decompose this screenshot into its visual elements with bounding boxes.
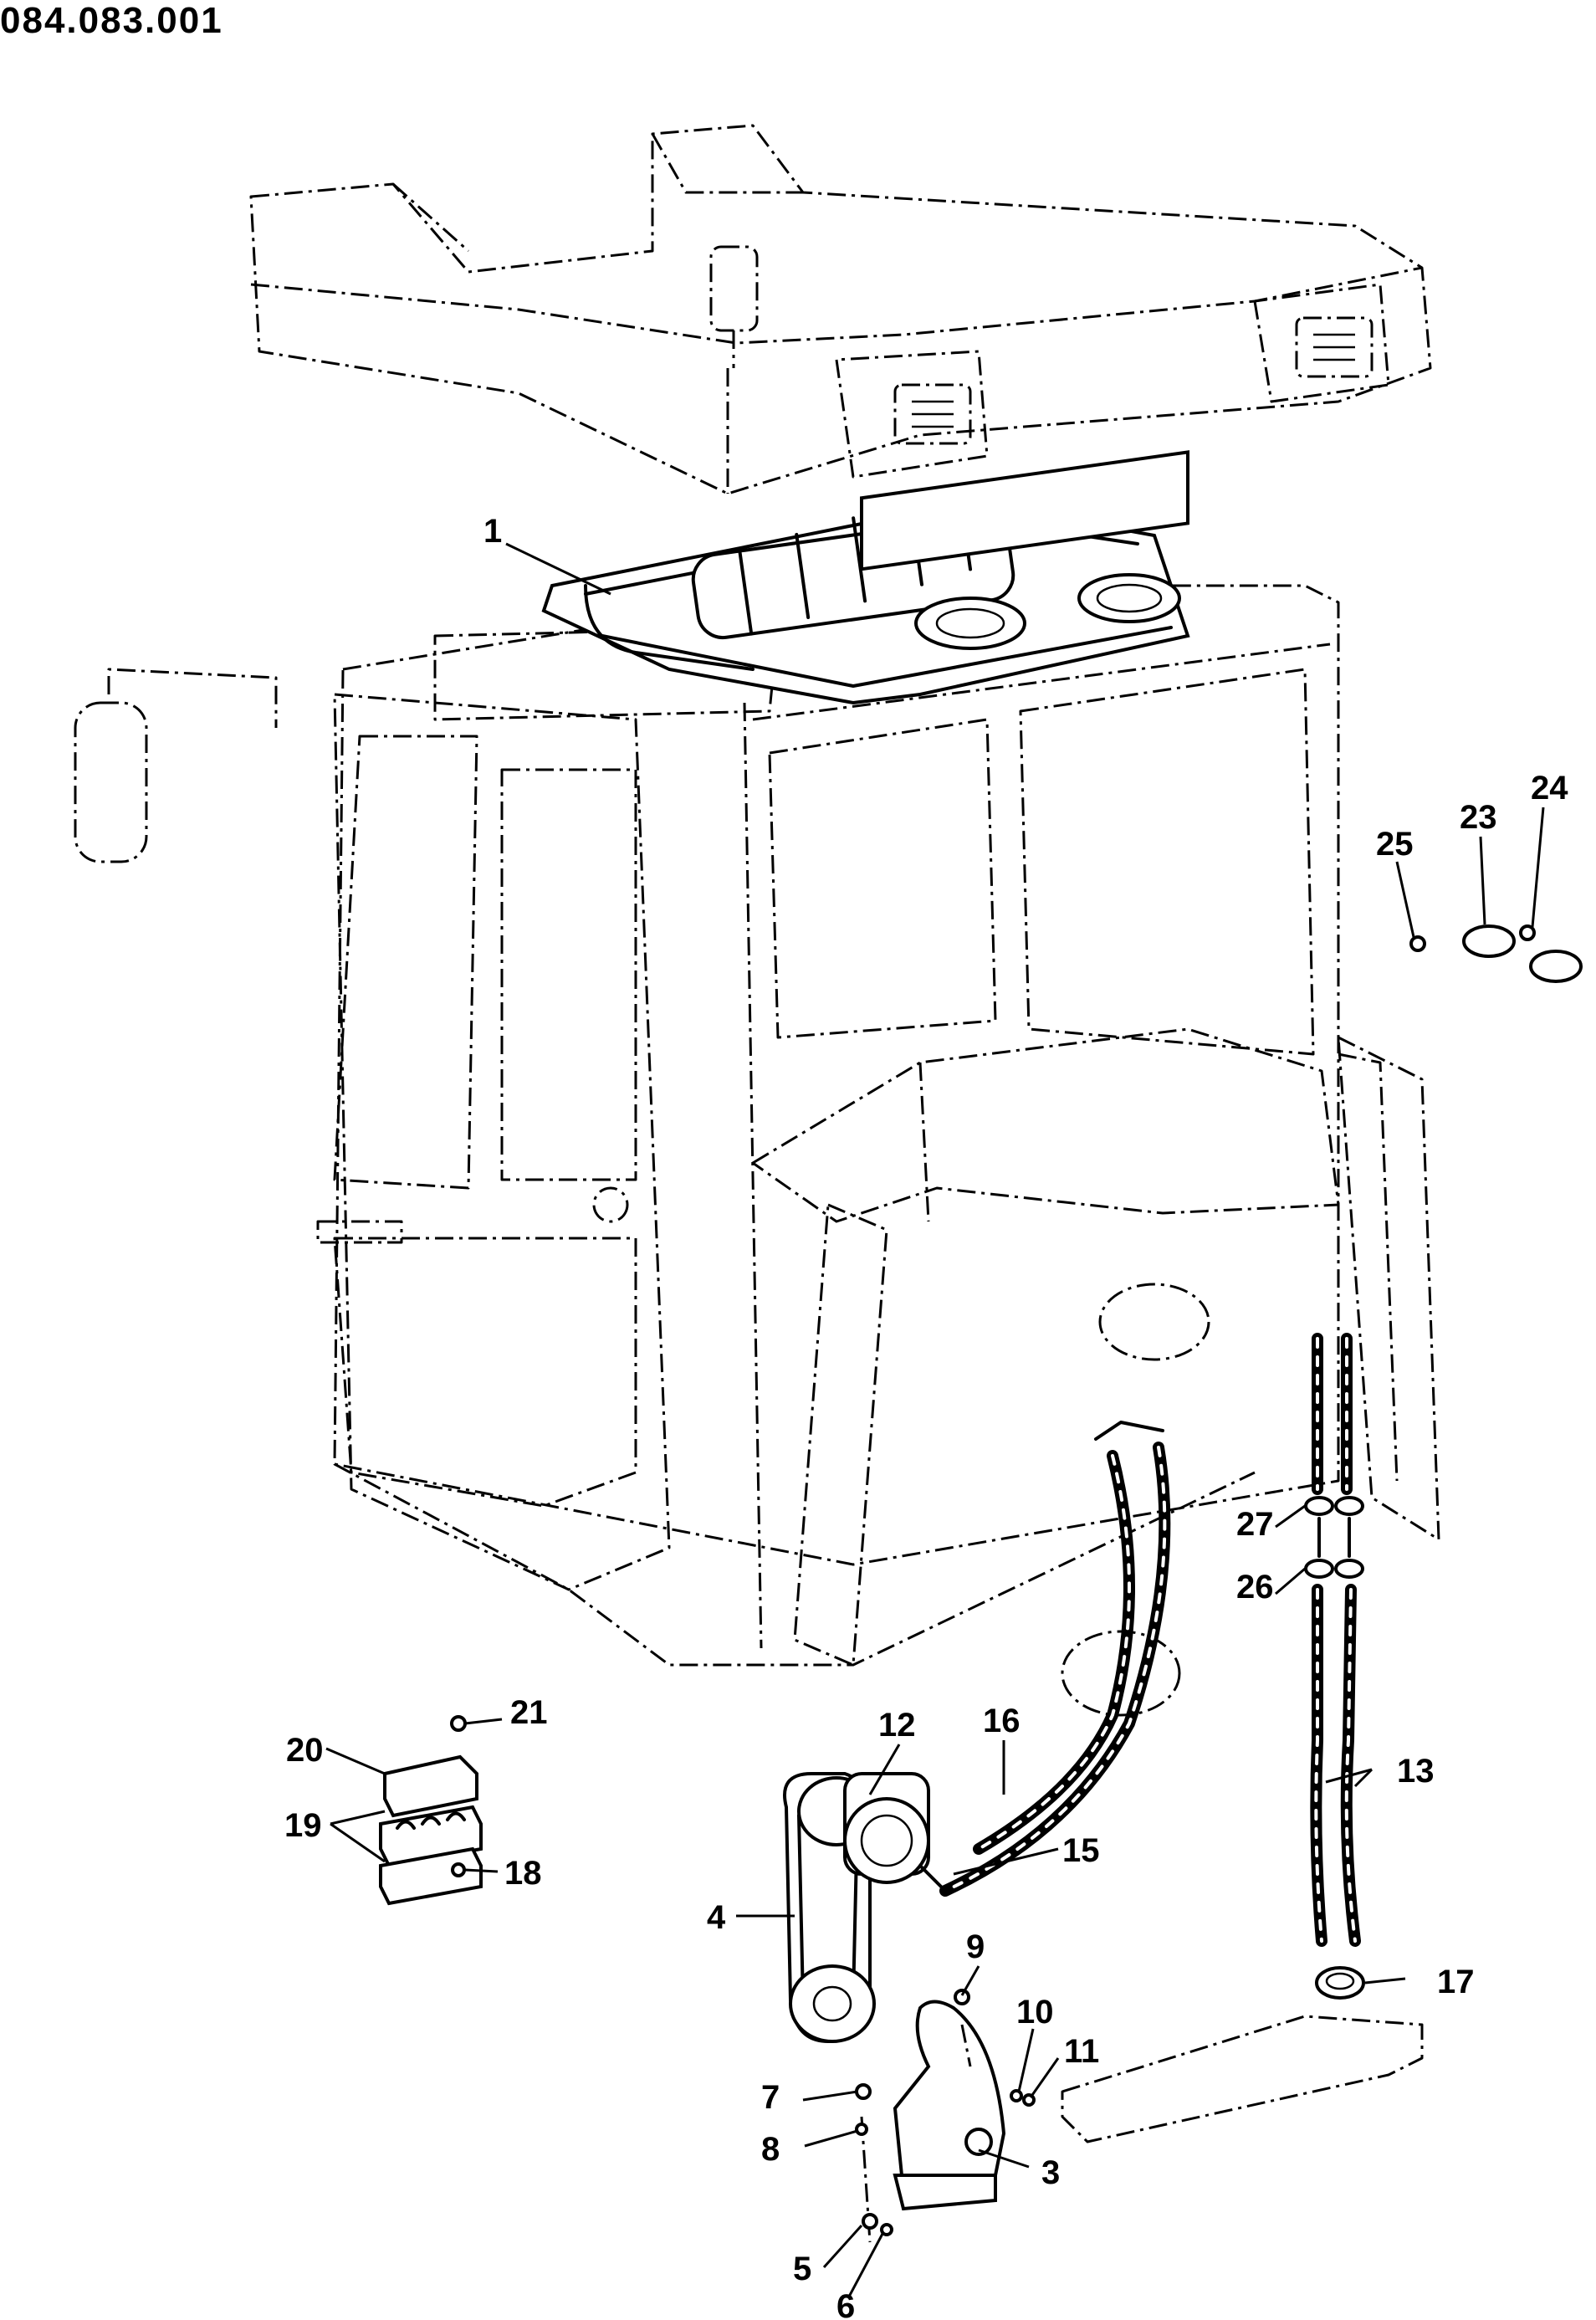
- callout-25: 25: [1376, 826, 1414, 863]
- callout-16: 16: [983, 1703, 1021, 1739]
- refrigerant-hoses: [939, 1421, 1171, 1897]
- callout-15: 15: [1062, 1832, 1100, 1869]
- callout-18: 18: [504, 1855, 542, 1892]
- callout-23: 23: [1460, 799, 1497, 836]
- callout-7: 7: [761, 2079, 780, 2116]
- callout-21: 21: [510, 1694, 548, 1731]
- callout-6: 6: [836, 2288, 855, 2320]
- callout-3: 3: [1041, 2154, 1060, 2191]
- callout-12: 12: [878, 1707, 916, 1744]
- diagram-part-number: 084.083.001: [0, 0, 223, 41]
- cab-body: [74, 584, 1440, 1717]
- clamp-blocks: [379, 924, 1583, 1906]
- ac-unit: [541, 450, 1190, 705]
- cab-roof: [249, 124, 1432, 495]
- callout-13: 13: [1397, 1753, 1435, 1790]
- callout-4: 4: [707, 1899, 726, 1936]
- callout-8: 8: [761, 2131, 780, 2168]
- callout-24: 24: [1531, 770, 1568, 807]
- callout-17: 17: [1437, 1964, 1475, 2000]
- callout-20: 20: [286, 1732, 324, 1769]
- callout-11: 11: [1064, 2033, 1099, 2070]
- callout-labels: 1 3 4 5 6 7 8 9 10 11 12 13 15 16 17 18 …: [284, 513, 1568, 2320]
- callout-5: 5: [793, 2251, 811, 2287]
- leader-lines: [325, 542, 1545, 2297]
- callout-27: 27: [1236, 1506, 1274, 1543]
- compressor-bracket: [855, 1989, 1036, 2243]
- compressor: [783, 1772, 947, 2044]
- callout-1: 1: [483, 513, 502, 550]
- callout-19: 19: [284, 1807, 322, 1844]
- callout-10: 10: [1016, 1994, 1054, 2031]
- callout-9: 9: [966, 1928, 985, 1965]
- drain-hoses: [1061, 1333, 1424, 2143]
- callout-26: 26: [1236, 1569, 1274, 1606]
